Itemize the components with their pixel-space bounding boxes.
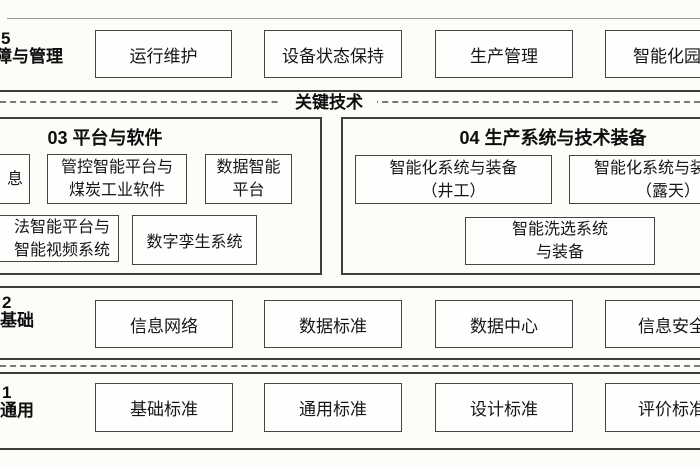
box-line: 智能化系统与装 bbox=[594, 159, 700, 177]
box-data-intelligence-platform: 数据智能 平台 bbox=[205, 154, 292, 204]
box-smart-campus: 智能化园 bbox=[605, 30, 700, 78]
box-line: （露天） bbox=[635, 182, 700, 200]
box-coal-washing: 智能洗选系统 与装备 bbox=[465, 217, 655, 265]
section03-box: 03 平台与软件 息 管控智能平台与 煤炭工业软件 数据智能 平台 法智能平台与… bbox=[0, 117, 322, 275]
box-line: 管控智能平台与 bbox=[60, 159, 173, 176]
box-production-management: 生产管理 bbox=[435, 30, 573, 78]
general-row-top-line bbox=[0, 372, 700, 374]
box-general-standard: 通用标准 bbox=[264, 383, 402, 432]
row2-label: 2 基础 bbox=[0, 293, 34, 330]
box-equipment-status: 设备状态保持 bbox=[264, 30, 402, 78]
section03-title: 03 平台与软件 bbox=[47, 128, 163, 148]
row2-label-text: 基础 bbox=[0, 311, 34, 330]
lower-dashed-line bbox=[0, 365, 700, 367]
box-operation-maintenance: 运行维护 bbox=[95, 30, 232, 78]
general-row-bottom-line bbox=[0, 448, 700, 450]
box-line: 法智能平台与 bbox=[13, 218, 110, 236]
box-information-security-clipped: 信息安全 bbox=[605, 300, 700, 348]
key-tech-divider-label: 关键技术 bbox=[281, 93, 377, 112]
box-openpit-systems-clipped: 智能化系统与装 （露天） bbox=[569, 155, 700, 204]
box-algorithm-platform-clipped: 法智能平台与 智能视频系统 bbox=[0, 215, 119, 262]
row1-number: 1 bbox=[2, 383, 12, 402]
top-border-line bbox=[7, 18, 700, 19]
box-digital-twin: 数字孪生系统 bbox=[132, 215, 257, 265]
box-underground-systems: 智能化系统与装备 （井工） bbox=[355, 155, 552, 204]
base-row-bottom-line bbox=[0, 358, 700, 360]
box-line: 智能视频系统 bbox=[13, 241, 110, 259]
row2-number: 2 bbox=[2, 293, 12, 312]
section04-box: 04 生产系统与技术装备 智能化系统与装备 （井工） 智能化系统与装 （露天） … bbox=[341, 117, 700, 275]
base-row-top-line bbox=[0, 286, 700, 288]
box-line: 与装备 bbox=[535, 244, 584, 261]
box-evaluation-standard-clipped: 评价标准 bbox=[605, 383, 700, 432]
box-line: 平台 bbox=[232, 182, 265, 199]
box-data-center: 数据中心 bbox=[435, 300, 573, 348]
section04-title: 04 生产系统与技术装备 bbox=[459, 128, 647, 148]
box-line: 数据智能 bbox=[216, 159, 281, 176]
box-information-network: 信息网络 bbox=[95, 300, 233, 348]
row5-number: 5 bbox=[1, 29, 11, 48]
box-control-platform: 管控智能平台与 煤炭工业软件 bbox=[47, 154, 187, 204]
box-info-system-clipped: 息 bbox=[0, 154, 30, 204]
box-line: 智能洗选系统 bbox=[511, 221, 608, 238]
box-data-standard: 数据标准 bbox=[264, 300, 402, 348]
box-line: 智能化系统与装备 bbox=[389, 159, 518, 177]
row1-label: 1 通用 bbox=[0, 383, 34, 420]
box-line: （井工） bbox=[421, 182, 486, 200]
box-line: 煤炭工业软件 bbox=[68, 182, 165, 199]
box-basic-standard: 基础标准 bbox=[95, 383, 233, 432]
row5-label-text: 障与管理 bbox=[0, 47, 63, 66]
row5-label: 5 障与管理 bbox=[0, 29, 63, 66]
row5-bottom-line bbox=[0, 90, 700, 92]
box-line: 息 bbox=[6, 170, 23, 188]
box-design-standard: 设计标准 bbox=[435, 383, 573, 432]
row1-label-text: 通用 bbox=[0, 401, 34, 420]
